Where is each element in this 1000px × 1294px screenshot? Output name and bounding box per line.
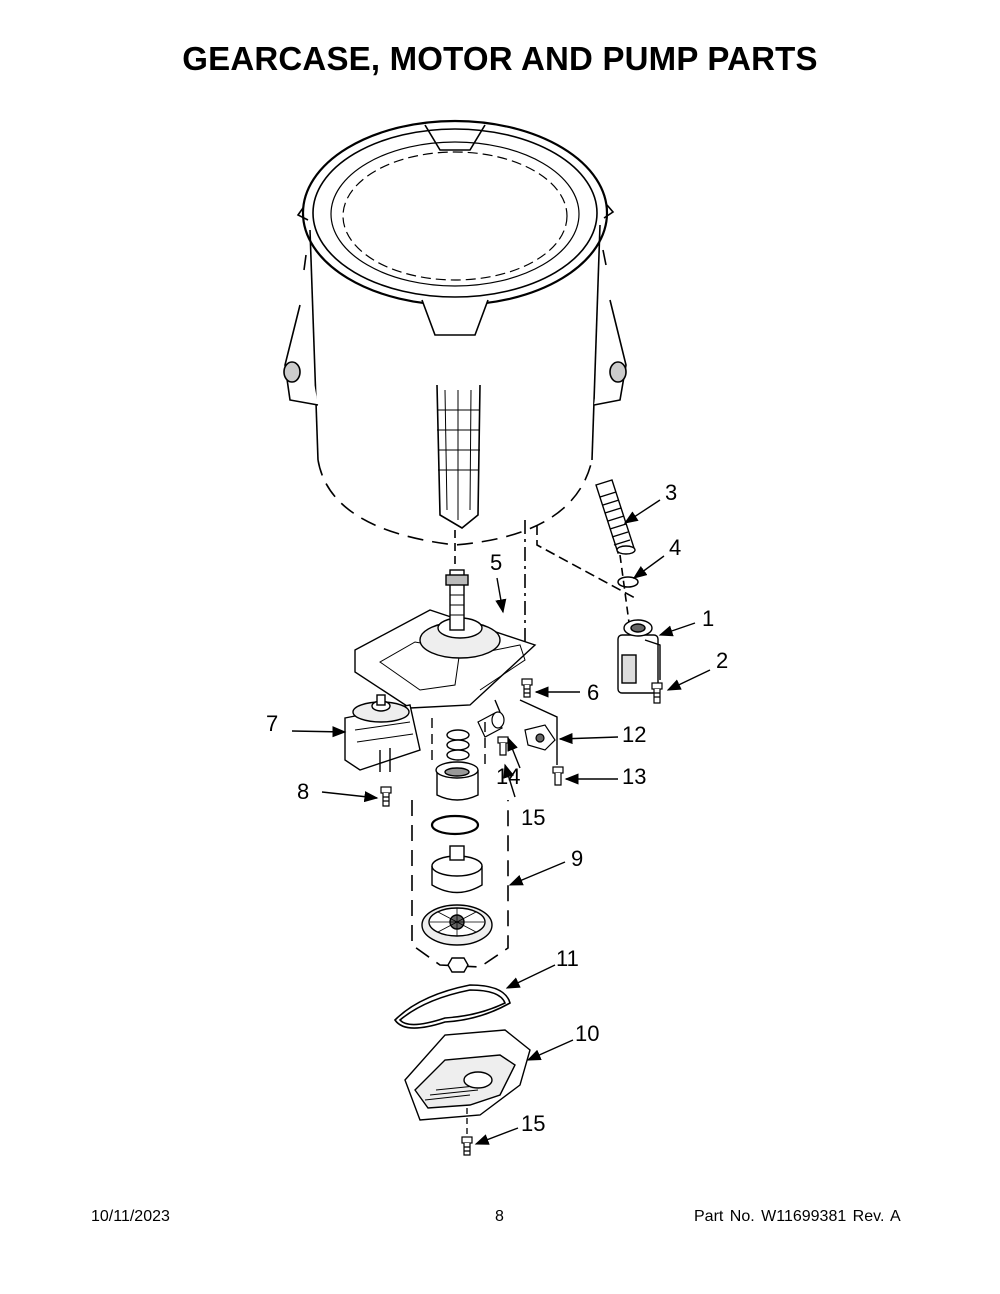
coupler-screw <box>497 736 509 756</box>
assembly-guide-lines <box>454 520 636 645</box>
motor-shield <box>404 1029 531 1121</box>
shield-screw <box>461 1136 473 1156</box>
callout-13: 13 <box>622 764 646 789</box>
callout-10: 10 <box>575 1021 599 1046</box>
callout-14: 14 <box>496 764 520 789</box>
page-title: GEARCASE, MOTOR AND PUMP PARTS <box>182 40 818 77</box>
plate-screw <box>521 678 533 698</box>
callout-1: 1 <box>702 606 714 631</box>
callout-15: 15 <box>521 805 545 830</box>
drive-motor <box>344 694 421 772</box>
drive-belt <box>393 984 511 1029</box>
bracket-screw <box>552 766 564 786</box>
callout-12: 12 <box>622 722 646 747</box>
leader-lines <box>291 499 711 1145</box>
pump-screw <box>651 682 663 704</box>
callout-6: 6 <box>587 680 599 705</box>
bracket-wire-harness <box>524 724 556 751</box>
motor-screw <box>380 786 392 807</box>
hose-clamp <box>617 576 639 588</box>
callout-8: 8 <box>297 779 309 804</box>
coupler <box>477 711 505 738</box>
footer-part-number: Part No. W11699381 Rev. A <box>694 1208 901 1225</box>
callout-7: 7 <box>266 711 278 736</box>
footer-date: 10/11/2023 <box>91 1208 170 1225</box>
callout-15-bottom: 15 <box>521 1111 545 1136</box>
callout-3: 3 <box>665 480 677 505</box>
callout-4: 4 <box>669 535 681 560</box>
callout-labels: 3 4 5 1 2 6 7 12 13 14 8 15 9 11 10 15 <box>266 480 728 1136</box>
gearcase-assembly <box>354 569 537 709</box>
drain-pump <box>617 619 661 694</box>
drain-hose <box>595 479 636 555</box>
callout-2: 2 <box>716 648 728 673</box>
outer-tub <box>283 119 627 546</box>
callout-9: 9 <box>571 846 583 871</box>
clutch-pulley-assembly <box>411 718 509 973</box>
callout-11: 11 <box>556 946 579 971</box>
callout-5: 5 <box>490 550 502 575</box>
footer-page-number: 8 <box>495 1208 504 1225</box>
